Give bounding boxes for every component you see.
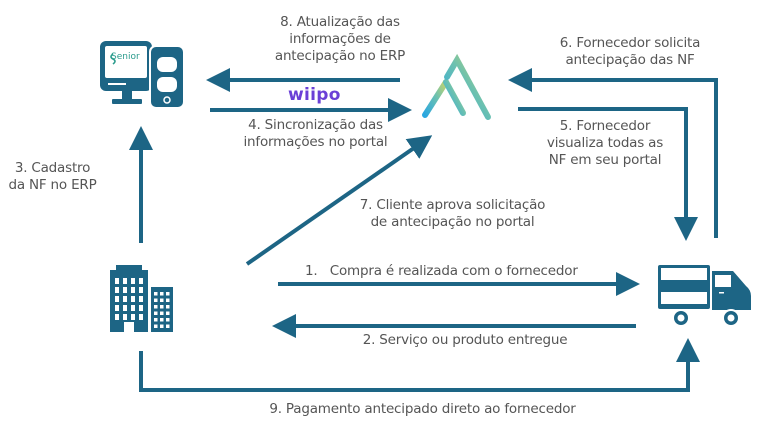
building-window <box>139 305 143 311</box>
step-6-label: 6. Fornecedor solicita antecipação das N… <box>559 35 701 68</box>
step-9-label: 9. Pagamento antecipado direto ao fornec… <box>269 401 576 417</box>
building-window <box>166 311 170 315</box>
computer-icon <box>100 41 185 109</box>
building-windows <box>115 278 170 332</box>
wiipo-brand-label: wiipo <box>288 85 341 105</box>
step-7-label: 7. Cliente aprova solicitação de antecip… <box>359 197 546 230</box>
building-window <box>131 287 135 293</box>
building-window <box>160 305 164 309</box>
building-window <box>166 305 170 309</box>
building-window <box>154 324 158 328</box>
step-8-label: 8. Atualização das informações de anteci… <box>274 14 406 64</box>
step-5-label: 5. Fornecedor visualiza todas as NF em s… <box>546 118 664 168</box>
building-window <box>160 318 164 322</box>
building-window <box>115 287 119 293</box>
building-window <box>131 296 135 302</box>
building-window <box>115 305 119 311</box>
building-window <box>139 287 143 293</box>
building-window <box>166 324 170 328</box>
senior-logo-icon <box>110 53 116 65</box>
building-window <box>131 314 135 320</box>
building-window <box>139 296 143 302</box>
building-window <box>115 296 119 302</box>
arrow-step-7 <box>245 135 433 266</box>
wiipo-logo-icon <box>422 53 491 120</box>
building-window <box>154 292 158 296</box>
step-3-label: 3. Cadastro da NF no ERP <box>8 160 97 193</box>
building-window <box>154 318 158 322</box>
building-window <box>166 292 170 296</box>
building-window <box>123 278 127 284</box>
building-window <box>154 311 158 315</box>
building-door <box>124 322 134 332</box>
step-1-label: 1. Compra é realizada com o fornecedor <box>305 263 578 279</box>
arrow-step-5 <box>518 107 698 241</box>
building-window <box>123 314 127 320</box>
building-window <box>160 311 164 315</box>
building-window <box>131 278 135 284</box>
arrow-step-9 <box>139 338 700 392</box>
building-window <box>123 296 127 302</box>
arrow-step-6 <box>508 68 718 238</box>
building-window <box>139 278 143 284</box>
step-2-label: 2. Serviço ou produto entregue <box>362 332 568 348</box>
senior-brand-label: Senior <box>111 52 140 62</box>
building-window <box>160 324 164 328</box>
building-window <box>154 298 158 302</box>
building-window <box>115 278 119 284</box>
truck-icon <box>658 265 751 327</box>
step-4-label: 4. Sincronização das informações no port… <box>243 117 388 150</box>
building-window <box>166 298 170 302</box>
building-window <box>160 298 164 302</box>
building-window <box>131 305 135 311</box>
building-window <box>123 287 127 293</box>
building-window <box>154 305 158 309</box>
building-window <box>160 292 164 296</box>
building-window <box>139 314 143 320</box>
building-window <box>115 314 119 320</box>
building-window <box>123 305 127 311</box>
building-window <box>166 318 170 322</box>
